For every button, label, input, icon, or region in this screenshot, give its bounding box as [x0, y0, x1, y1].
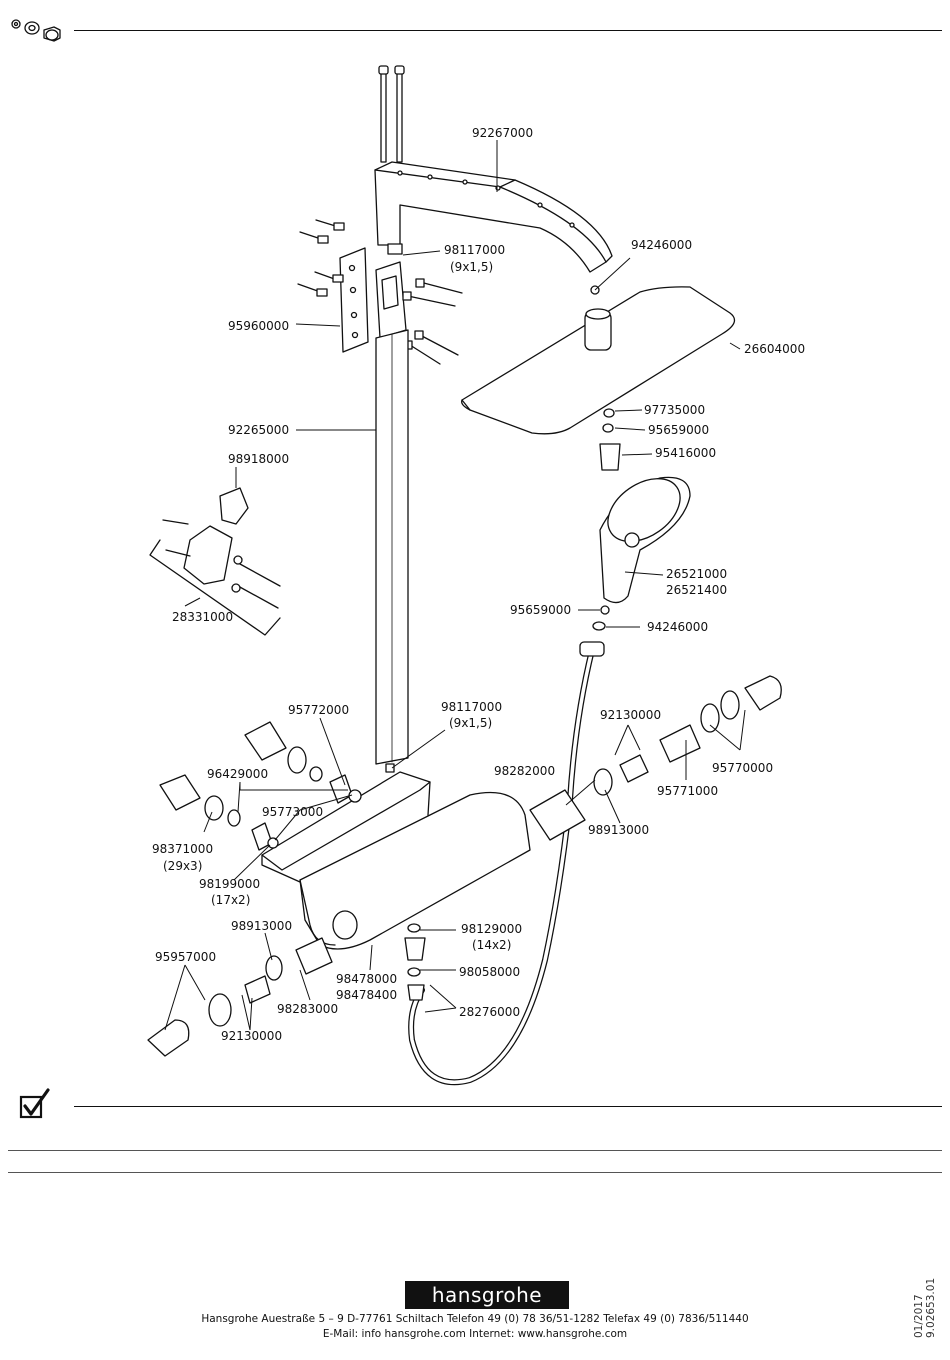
brand-logo: hansgrohe [405, 1281, 569, 1309]
part-number: 97735000 [644, 403, 706, 417]
part-number: 98117000 [441, 700, 503, 714]
checklist-rule [74, 1106, 942, 1107]
part-number: 95770000 [712, 761, 774, 775]
part-number: 95416000 [655, 446, 717, 460]
part-number: 98283000 [277, 1002, 339, 1016]
part-number: 92130000 [600, 708, 662, 722]
thermostat-body [299, 791, 531, 950]
part-size: (14x2) [472, 938, 512, 952]
part-number: 26521000 [666, 567, 728, 581]
part-size: (9x1,5) [450, 260, 494, 274]
leader-lines [164, 140, 746, 1031]
part-number: 95773000 [262, 805, 324, 819]
shelf-frame [261, 771, 431, 871]
part-number: 98913000 [231, 919, 293, 933]
part-number: 96429000 [207, 767, 269, 781]
footer-contact: E-Mail: info hansgrohe.com Internet: www… [322, 1328, 628, 1340]
part-number: 94246000 [647, 620, 709, 634]
part-number: 28331000 [172, 610, 234, 624]
checkmark-icon [19, 1088, 50, 1119]
part-number: 98117000 [444, 243, 506, 257]
part-number: 95957000 [155, 950, 217, 964]
right-cartridge [529, 675, 782, 841]
part-size: (17x2) [211, 893, 251, 907]
header-rule [74, 30, 942, 31]
table-rule-top [8, 1150, 942, 1151]
document-codes: 01/2017 9.02653.01 [913, 1278, 937, 1338]
part-number: 92130000 [221, 1029, 283, 1043]
holder-bracket-outline [149, 539, 281, 636]
wall-screws-right [402, 278, 463, 365]
part-size: (9x1,5) [449, 716, 493, 730]
part-size: (29x3) [163, 859, 203, 873]
document-date: 01/2017 [913, 1294, 925, 1338]
part-number: 98478400 [336, 988, 398, 1002]
footer-address: Hansgrohe Auestraße 5 – 9 D-77761 Schilt… [201, 1313, 749, 1325]
part-number: 92267000 [472, 126, 534, 140]
overhead-shower [461, 286, 736, 435]
table-rule-bottom [8, 1172, 942, 1173]
part-number: 98913000 [588, 823, 650, 837]
part-number: 98918000 [228, 452, 290, 466]
part-number: 26604000 [744, 342, 806, 356]
part-number: 26521400 [666, 583, 728, 597]
part-number: 98371000 [152, 842, 214, 856]
part-number: 98282000 [494, 764, 556, 778]
part-number: 94246000 [631, 238, 693, 252]
part-number: 95659000 [510, 603, 572, 617]
part-number: 98129000 [461, 922, 523, 936]
document-number: 9.02653.01 [925, 1277, 937, 1338]
mounting-bolts [378, 65, 405, 163]
part-number: 95659000 [648, 423, 710, 437]
part-number: 95960000 [228, 319, 290, 333]
left-cartridge [147, 937, 333, 1057]
left-connectors [159, 721, 362, 851]
part-number: 98478000 [336, 972, 398, 986]
part-number: 28276000 [459, 1005, 521, 1019]
part-number: 98058000 [459, 965, 521, 979]
wall-screws-left [297, 219, 345, 297]
part-number: 98199000 [199, 877, 261, 891]
spare-parts-icon [11, 19, 61, 42]
part-number: 95772000 [288, 703, 350, 717]
wall-plate [339, 247, 369, 353]
part-number: 95771000 [657, 784, 719, 798]
handshower-holder [183, 525, 233, 585]
part-number: 92265000 [228, 423, 290, 437]
